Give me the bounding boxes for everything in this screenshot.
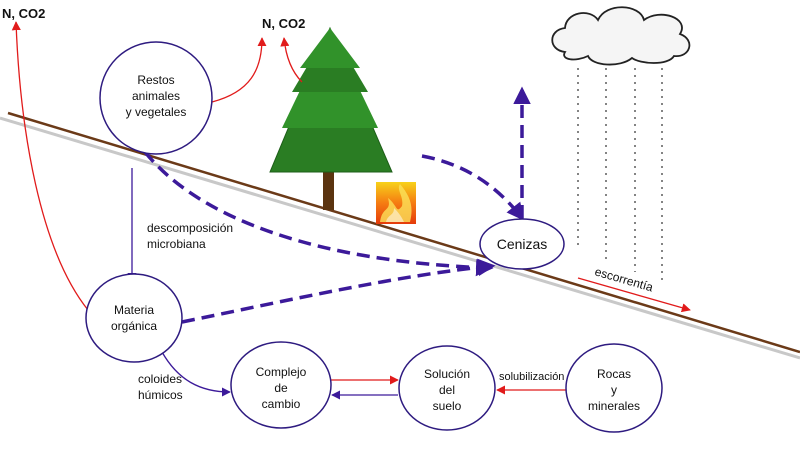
node-restos-line3: y vegetales [126,105,187,119]
coloides-arrow [161,351,231,397]
descomposicion-label-1: descomposición [147,221,233,235]
svg-text:Solución: Solución [424,367,470,381]
restos-cenizas-dashed-arrow [143,150,494,277]
node-complejo-line2: de [274,381,288,395]
rain-icon [577,68,663,280]
svg-text:Rocas: Rocas [597,367,631,381]
svg-text:del: del [439,383,455,397]
coloides-label-2: húmicos [138,388,183,402]
descomposicion-label-2: microbiana [147,237,206,251]
svg-text:animales: animales [132,89,180,103]
solubilizacion-label: solubilización [499,371,564,383]
svg-text:y: y [611,383,617,397]
escorrentia-arrow [577,277,691,313]
node-rocas-line2: y [611,383,617,397]
node-materia-line1: Materia [114,303,154,317]
svg-text:y vegetales: y vegetales [126,105,187,119]
fire-cenizas-dashed-arrow [421,154,525,221]
node-materia: Materia orgánica [85,273,183,363]
svg-text:Complejo: Complejo [256,365,307,379]
node-solucion: Solución del suelo [398,345,496,431]
gas-label-top: N, CO2 [262,16,305,31]
gas-arrow-tree [280,37,303,83]
node-solucion-line1: Solución [424,367,470,381]
cloud-icon [551,6,691,66]
svg-text:Restos: Restos [137,73,174,87]
svg-text:Materia: Materia [114,303,154,317]
svg-text:minerales: minerales [588,399,640,413]
node-cenizas-label: Cenizas [497,236,548,252]
tree-icon [269,26,393,210]
gas-arrow-materia [11,21,89,311]
escorrentia-label: escorrentía [593,264,655,294]
materia-cenizas-dashed-arrow [181,258,496,324]
gas-label-left: N, CO2 [2,6,45,21]
node-materia-line2: orgánica [111,319,157,333]
svg-text:orgánica: orgánica [111,319,157,333]
svg-text:suelo: suelo [433,399,462,413]
node-restos-line1: Restos [137,73,174,87]
node-rocas: Rocas y minerales [565,343,663,433]
node-complejo: Complejo de cambio [230,341,332,429]
gas-arrow-restos [211,37,267,103]
node-complejo-line1: Complejo [256,365,307,379]
soil-surface-line [7,111,800,354]
svg-text:Cenizas: Cenizas [497,236,548,252]
node-complejo-line3: cambio [262,397,301,411]
node-cenizas: Cenizas [479,218,565,270]
node-solucion-line3: suelo [433,399,462,413]
node-restos-line2: animales [132,89,180,103]
svg-text:cambio: cambio [262,397,301,411]
node-rocas-line1: Rocas [597,367,631,381]
svg-text:de: de [274,381,288,395]
soil-shadow-line [0,116,800,360]
fire-icon [376,182,416,224]
node-solucion-line2: del [439,383,455,397]
node-restos: Restos animales y vegetales [99,41,213,155]
node-rocas-line3: minerales [588,399,640,413]
coloides-label-1: coloides [138,372,182,386]
